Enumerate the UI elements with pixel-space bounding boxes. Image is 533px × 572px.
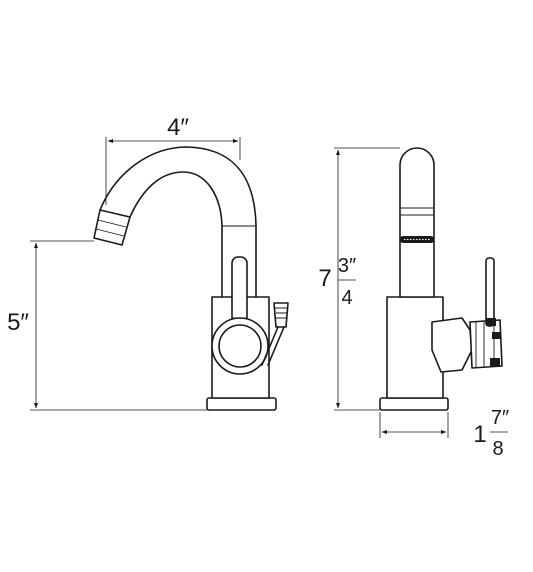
front-base-plate bbox=[206, 397, 277, 411]
base-width-label: 1 7″ 8 bbox=[473, 407, 509, 460]
front-view-faucet bbox=[93, 146, 289, 411]
front-lever-stem bbox=[231, 256, 248, 324]
side-lever bbox=[485, 257, 495, 327]
front-dimensions: 4″ 5″ bbox=[7, 114, 241, 411]
spout-arc-outer bbox=[99, 146, 257, 227]
side-view-faucet bbox=[379, 147, 503, 411]
spout-tip bbox=[93, 209, 131, 246]
total-height-numerator: 3″ bbox=[338, 255, 356, 277]
total-height-whole: 7 bbox=[318, 265, 331, 292]
side-lever-knob bbox=[273, 302, 289, 328]
spout-arc-inner bbox=[129, 171, 223, 227]
base-width-numerator: 7″ bbox=[491, 407, 509, 429]
side-spout-column bbox=[399, 147, 435, 298]
side-base-plate bbox=[379, 397, 449, 411]
total-height-label: 7 3″ 4 bbox=[318, 255, 356, 309]
base-width-whole: 1 bbox=[473, 421, 486, 448]
side-dimensions: 7 3″ 4 1 7″ 8 bbox=[318, 147, 509, 460]
base-width-denominator: 8 bbox=[492, 438, 503, 460]
spout-riser bbox=[221, 225, 257, 298]
side-handle-cap bbox=[431, 317, 473, 373]
total-height-denominator: 4 bbox=[341, 287, 352, 309]
side-lever-arm bbox=[261, 326, 285, 366]
reach-label: 4″ bbox=[167, 114, 189, 141]
spout-height-label: 5″ bbox=[7, 309, 29, 336]
